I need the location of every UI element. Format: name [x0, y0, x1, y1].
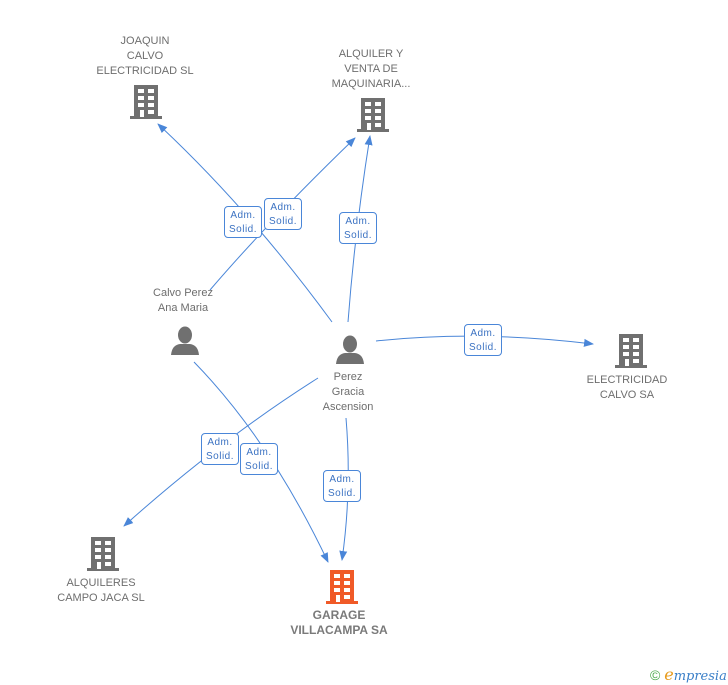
badge-line2: Solid.	[327, 488, 356, 499]
edge-badge[interactable]: Adm. Solid.	[201, 433, 239, 465]
badge-line1: Adm.	[345, 216, 371, 227]
badge-line2: Solid.	[244, 461, 273, 472]
edge-badge[interactable]: Adm. Solid.	[464, 324, 502, 356]
edge-badge[interactable]: Adm. Solid.	[323, 470, 361, 502]
badge-line1: Adm.	[230, 210, 256, 221]
building-icon-main[interactable]	[326, 570, 358, 604]
node-label-garage[interactable]: GARAGE VILLACAMPA SA	[290, 608, 388, 637]
badge-line1: Adm.	[329, 474, 355, 485]
edge-badge[interactable]: Adm. Solid.	[224, 206, 262, 238]
building-icon[interactable]	[130, 85, 162, 119]
badge-line2: Solid.	[228, 224, 257, 235]
brand-logo: © empresia	[650, 665, 727, 684]
brand-name: empresia	[664, 665, 727, 684]
node-label-calvo-perez[interactable]: Calvo Perez Ana Maria	[153, 287, 213, 314]
badge-line2: Solid.	[468, 342, 497, 353]
node-label-alquiler-venta[interactable]: ALQUILER Y VENTA DE MAQUINARIA...	[331, 48, 411, 90]
brand-text: mpresia	[673, 669, 727, 684]
node-label-perez-gracia[interactable]: Perez Gracia Ascension	[322, 371, 374, 413]
edge-badge[interactable]: Adm. Solid.	[339, 212, 377, 244]
badge-line2: Solid.	[205, 451, 234, 462]
edge-badge[interactable]: Adm. Solid.	[240, 443, 278, 475]
node-label-electricidad-calvo[interactable]: ELECTRICIDAD CALVO SA	[586, 374, 668, 401]
person-icon[interactable]	[335, 335, 365, 365]
node-label-alquileres-campo[interactable]: ALQUILERES CAMPO JACA SL	[57, 577, 145, 604]
badge-line2: Solid.	[343, 230, 372, 241]
node-label-joaquin[interactable]: JOAQUIN CALVO ELECTRICIDAD SL	[96, 35, 194, 77]
badge-line1: Adm.	[246, 447, 272, 458]
badge-line1: Adm.	[270, 202, 296, 213]
badge-line2: Solid.	[268, 216, 297, 227]
badge-line1: Adm.	[207, 437, 233, 448]
badge-line1: Adm.	[470, 328, 496, 339]
copyright-icon: ©	[650, 667, 661, 683]
edge-badge[interactable]: Adm. Solid.	[264, 198, 302, 230]
building-icon[interactable]	[357, 98, 389, 132]
building-icon[interactable]	[87, 537, 119, 571]
brand-initial: e	[664, 665, 674, 684]
building-icon[interactable]	[615, 334, 647, 368]
person-icon[interactable]	[170, 326, 200, 356]
